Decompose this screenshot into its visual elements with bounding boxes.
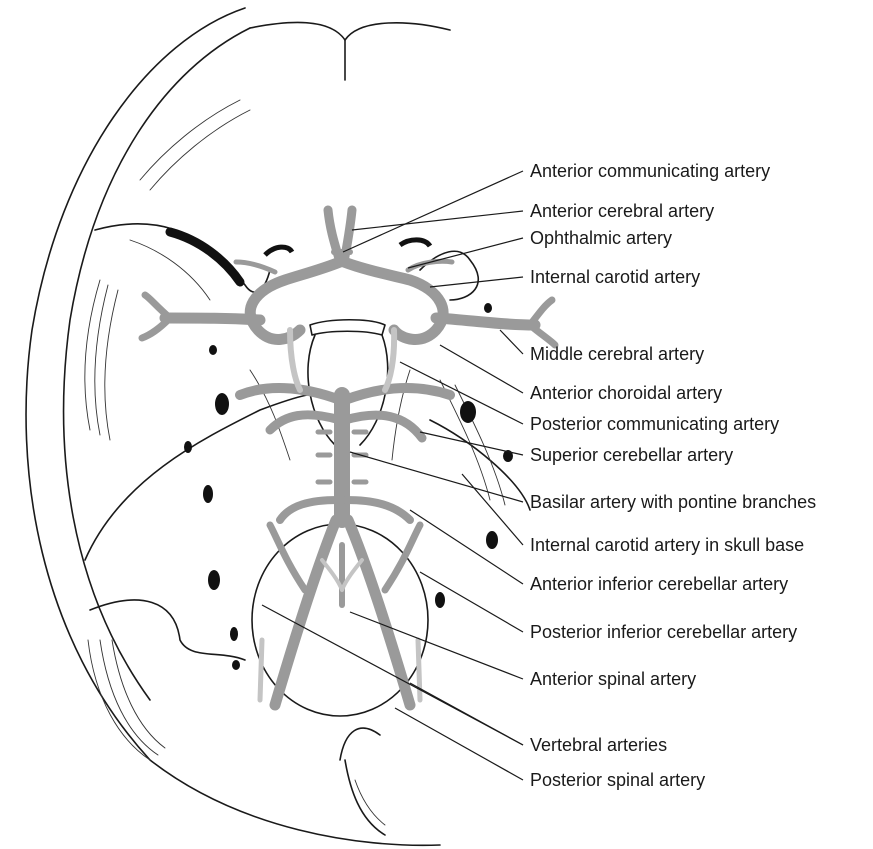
skull-outer-contour — [26, 8, 440, 845]
leader-lines — [262, 171, 523, 780]
label-internal-carotid-artery: Internal carotid artery — [530, 267, 700, 287]
label-superior-cerebellar-artery: Superior cerebellar artery — [530, 445, 733, 465]
superior-cerebellar-left — [270, 415, 340, 430]
label-ophthalmic-artery: Ophthalmic artery — [530, 228, 672, 248]
label-internal-carotid-skull-base: Internal carotid artery in skull base — [530, 535, 804, 555]
internal-carotid-left — [250, 262, 340, 339]
label-anterior-spinal-artery: Anterior spinal artery — [530, 669, 696, 689]
petrous-ridge-right — [430, 420, 530, 510]
aica-right — [346, 500, 410, 520]
skull-inner-contour — [64, 28, 250, 700]
pica-right — [385, 525, 420, 590]
occipital-base — [345, 760, 385, 835]
middle-cerebral-artery-left — [165, 318, 260, 320]
label-middle-cerebral-artery: Middle cerebral artery — [530, 344, 704, 364]
label-anterior-choroidal-artery: Anterior choroidal artery — [530, 383, 722, 403]
posterior-fossa-left — [90, 600, 245, 660]
aica-left — [280, 500, 338, 520]
label-anterior-cerebral-artery: Anterior cerebral artery — [530, 201, 714, 221]
posterior-cerebral-left — [240, 388, 340, 400]
posterior-cerebral-right — [345, 388, 450, 400]
label-posterior-communicating-artery: Posterior communicating artery — [530, 414, 779, 434]
label-vertebral-arteries: Vertebral arteries — [530, 735, 667, 755]
superior-cerebellar-right — [345, 415, 422, 438]
dorsum-sellae — [310, 320, 385, 335]
hatching — [85, 100, 505, 825]
middle-cerebral-artery-right — [436, 318, 535, 325]
label-posterior-spinal-artery: Posterior spinal artery — [530, 770, 705, 790]
label-posterior-inferior-cerebellar-artery: Posterior inferior cerebellar artery — [530, 622, 797, 642]
occipital-crest — [340, 728, 380, 760]
posterior-spinal-right — [418, 640, 420, 700]
falx-midline — [250, 22, 450, 40]
arterial-circle — [142, 210, 555, 705]
label-anterior-communicating-artery: Anterior communicating artery — [530, 161, 770, 181]
label-anterior-inferior-cerebellar-artery: Anterior inferior cerebellar artery — [530, 574, 788, 594]
vertebral-artery-right — [348, 520, 410, 705]
posterior-spinal-left — [260, 640, 262, 700]
label-basilar-artery: Basilar artery with pontine branches — [530, 492, 816, 512]
labels: Anterior communicating artery Anterior c… — [530, 161, 816, 790]
